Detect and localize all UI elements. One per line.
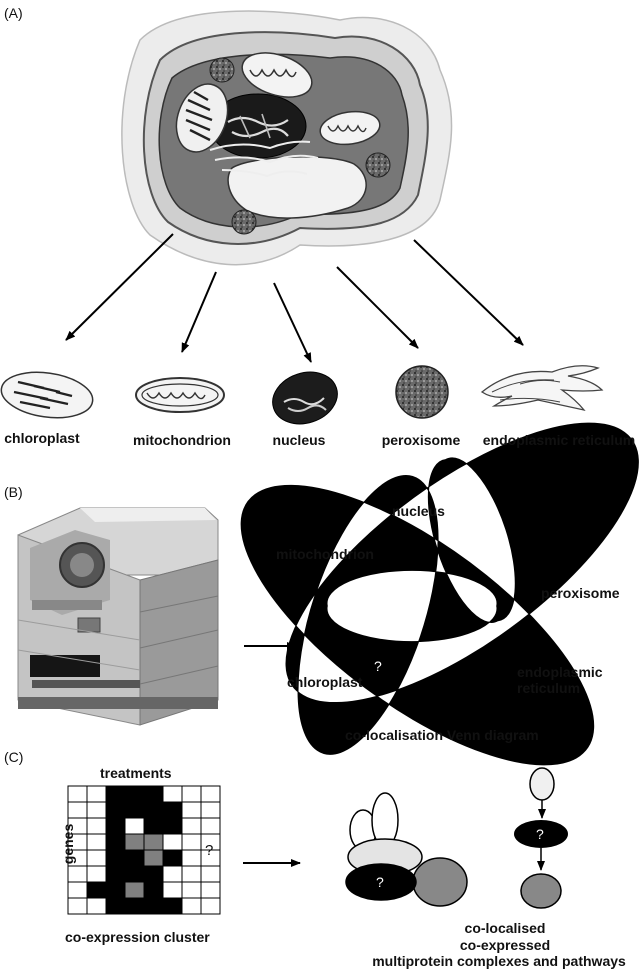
panel-b-label: (B) (4, 484, 23, 500)
heatmap-cell (124, 833, 145, 851)
multiprotein-complex (345, 792, 468, 907)
heatmap-cell (86, 881, 107, 899)
heatmap-cell (124, 881, 145, 899)
heatmap-cell (181, 849, 202, 867)
heatmap-cell (67, 881, 88, 899)
heatmap-cell (124, 801, 145, 819)
venn-diagram (240, 422, 639, 766)
complex-unknown-mark: ? (376, 874, 384, 890)
label-peroxisome: peroxisome (381, 432, 461, 448)
heatmap-title: treatments (100, 765, 172, 781)
heatmap-cell (143, 801, 164, 819)
heatmap-cell (124, 865, 145, 883)
pathway (514, 767, 568, 909)
heatmap-cell (105, 801, 126, 819)
heatmap-cell (105, 817, 126, 835)
heatmap-cell (143, 849, 164, 867)
organelle-endoplasmic-reticulum (480, 365, 604, 412)
heatmap-cell (105, 865, 126, 883)
pathway-unknown-mark: ? (536, 826, 544, 842)
organelle-peroxisome (395, 365, 449, 419)
label-chloroplast: chloroplast (4, 430, 80, 446)
heatmap-cell (86, 865, 107, 883)
heatmap-cell (67, 897, 88, 915)
heatmap-cell (143, 833, 164, 851)
organelle-chloroplast (0, 371, 94, 419)
venn-label-endoplasmic: endoplasmic (517, 664, 603, 680)
label-mitochondrion: mitochondrion (133, 432, 231, 448)
heatmap-cell (105, 897, 126, 915)
heatmap-cell (86, 817, 107, 835)
heatmap-cell (181, 881, 202, 899)
heatmap-cell (105, 849, 126, 867)
heatmap-cell (86, 801, 107, 819)
plant-cell (121, 10, 453, 266)
heatmap-cell (124, 785, 145, 803)
heatmap-cell (67, 785, 88, 803)
heatmap-cell (181, 865, 202, 883)
heatmap-cell (200, 865, 221, 883)
heatmap-unknown-mark: ? (205, 842, 214, 859)
heatmap-cell (86, 833, 107, 851)
heatmap-cell (86, 785, 107, 803)
heatmap-cell (200, 785, 221, 803)
heatmap-cell (105, 785, 126, 803)
panel-a-label: (A) (4, 5, 23, 21)
panel-c-label: (C) (4, 749, 24, 765)
venn-caption: co-localisation Venn diagram (345, 727, 539, 743)
organelle-nucleus (272, 371, 338, 425)
heatmap-cell (143, 897, 164, 915)
organelle-mitochondrion (135, 377, 225, 413)
heatmap-cell (143, 865, 164, 883)
venn-label-nucleus: nucleus (392, 503, 445, 519)
heatmap-cell (124, 849, 145, 867)
caption-line-2: co-expressed (459, 937, 551, 953)
heatmap-caption: co-expression cluster (65, 929, 210, 945)
venn-label-reticulum: reticulum (517, 680, 581, 696)
heatmap-cell (143, 817, 164, 835)
heatmap-cell (162, 849, 183, 867)
label-endoplasmic-reticulum: endoplasmic reticulum (482, 432, 636, 448)
heatmap-cell (105, 833, 126, 851)
heatmap-cell (181, 833, 202, 851)
heatmap-cell (181, 817, 202, 835)
heatmap-cell (143, 881, 164, 899)
heatmap-cell (200, 817, 221, 835)
caption-line-3: multiprotein complexes and pathways (372, 953, 626, 969)
venn-label-mitochondrion: mitochondrion (276, 546, 374, 562)
heatmap-cell (181, 801, 202, 819)
heatmap-cell (105, 881, 126, 899)
arrows-to-organelles (65, 233, 524, 363)
heatmap-cell (200, 897, 221, 915)
heatmap-cell (162, 833, 183, 851)
heatmap-cell (86, 849, 107, 867)
heatmap-cell (200, 881, 221, 899)
heatmap-cell (124, 817, 145, 835)
heatmap-cell (162, 897, 183, 915)
heatmap-cell (124, 897, 145, 915)
heatmap-cell (162, 865, 183, 883)
heatmap-ylabel: genes (60, 823, 76, 865)
heatmap-cell (181, 785, 202, 803)
heatmap-cell (162, 785, 183, 803)
co-expression-heatmap (67, 785, 221, 915)
label-nucleus: nucleus (272, 432, 326, 448)
caption-line-1: co-localised (464, 920, 546, 936)
venn-label-chloroplast: chloroplast (287, 674, 363, 690)
venn-label-peroxisome: peroxisome (541, 585, 620, 601)
heatmap-cell (86, 897, 107, 915)
heatmap-cell (162, 817, 183, 835)
heatmap-cell (181, 897, 202, 915)
venn-unknown-mark: ? (374, 658, 382, 674)
heatmap-cell (143, 785, 164, 803)
mass-spectrometer-photo (17, 507, 219, 726)
heatmap-cell (162, 801, 183, 819)
heatmap-cell (162, 881, 183, 899)
heatmap-cell (200, 801, 221, 819)
